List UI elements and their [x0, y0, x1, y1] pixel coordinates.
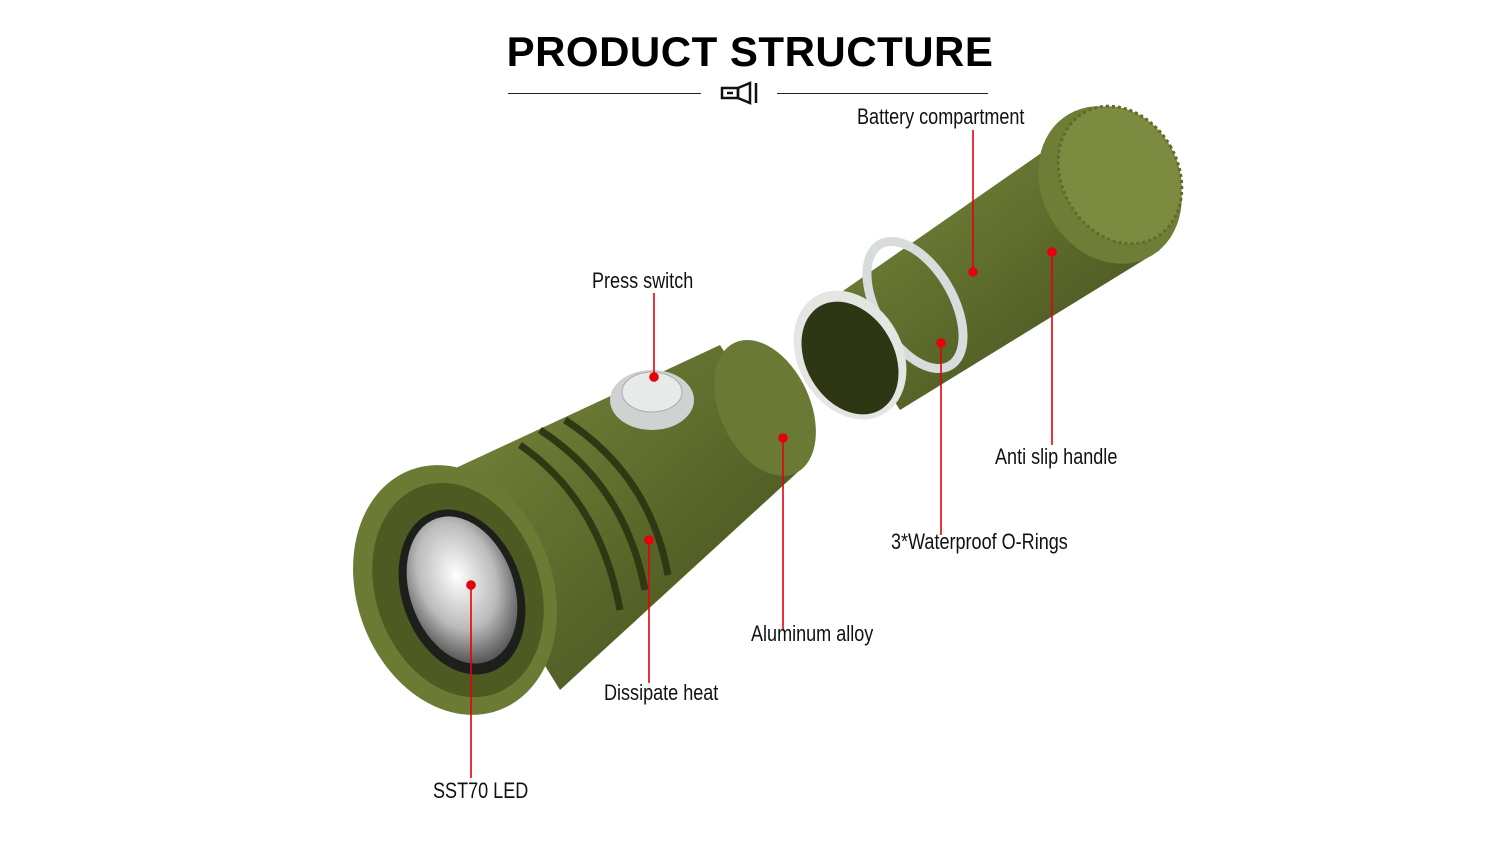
battery-tube: [793, 104, 1184, 420]
label-led: SST70 LED: [433, 778, 529, 803]
title-divider-left: [508, 93, 701, 94]
flashlight-head: [353, 340, 816, 715]
label-battery-compartment: Battery compartment: [857, 104, 1025, 129]
label-aluminum-alloy: Aluminum alloy: [751, 621, 874, 646]
page-title: PRODUCT STRUCTURE: [506, 28, 994, 75]
label-dissipate-heat: Dissipate heat: [604, 680, 719, 705]
title-flashlight-icon: [720, 81, 758, 105]
label-anti-slip-handle: Anti slip handle: [995, 444, 1118, 469]
label-o-rings: 3*Waterproof O-Rings: [891, 529, 1068, 554]
pointer-lines: [466, 130, 1057, 778]
label-press-switch: Press switch: [592, 268, 694, 293]
title-divider-right: [777, 93, 988, 94]
